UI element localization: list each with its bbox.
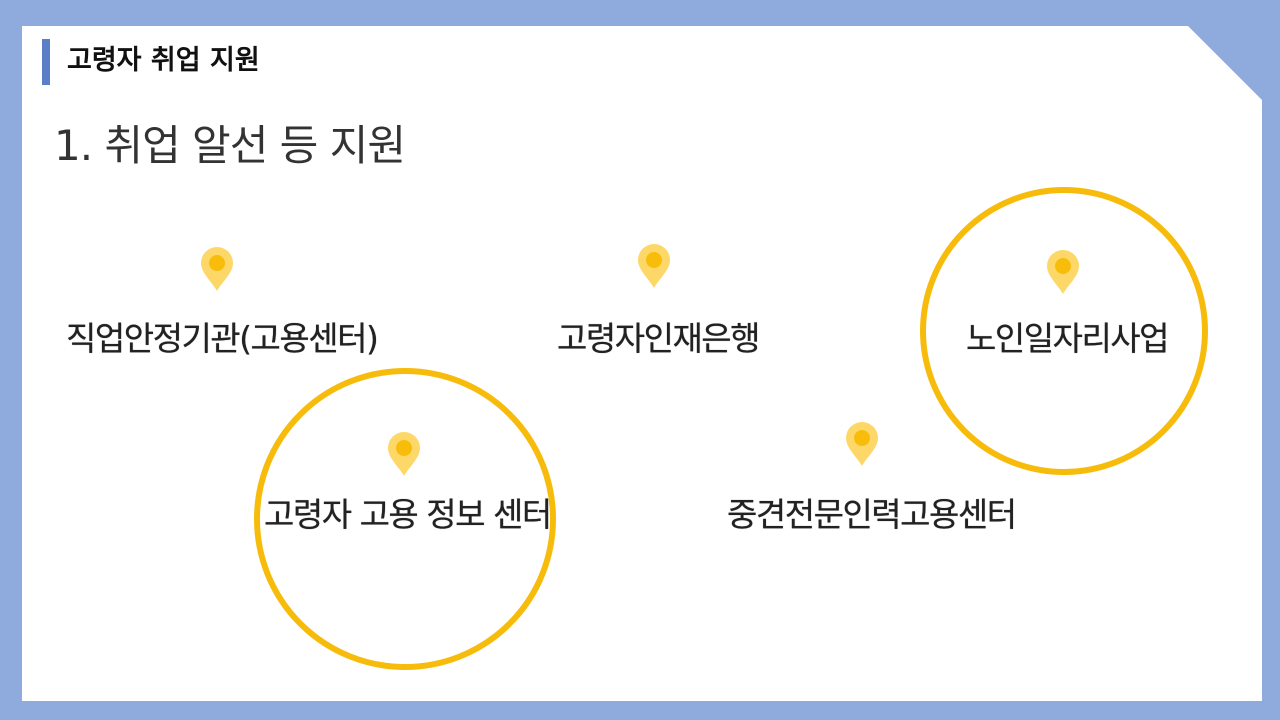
- map-pin-icon: [637, 243, 671, 289]
- item-label-elderly-jobs-program: 노인일자리사업: [966, 319, 1170, 358]
- item-label-mid-career-professional-center: 중견전문인력고용센터: [727, 495, 1017, 534]
- page-title: 고령자 취업 지원: [67, 45, 260, 76]
- slide: 고령자 취업 지원 1. 취업 알선 등 지원 직업안정기관(고용센터) 고령자…: [22, 26, 1262, 701]
- item-label-senior-talent-bank: 고령자인재은행: [557, 319, 761, 358]
- section-title: 1. 취업 알선 등 지원: [54, 121, 406, 170]
- map-pin-icon: [387, 431, 421, 477]
- map-pin-icon: [1046, 249, 1080, 295]
- highlight-ring-employment-info-center: [254, 368, 556, 670]
- item-label-senior-employment-info-center: 고령자 고용 정보 센터: [264, 495, 552, 534]
- highlight-ring-elderly-jobs: [920, 187, 1208, 475]
- map-pin-icon: [845, 421, 879, 467]
- header-accent-bar: [42, 39, 50, 85]
- item-label-job-security-agency: 직업안정기관(고용센터): [66, 319, 379, 358]
- map-pin-icon: [200, 246, 234, 292]
